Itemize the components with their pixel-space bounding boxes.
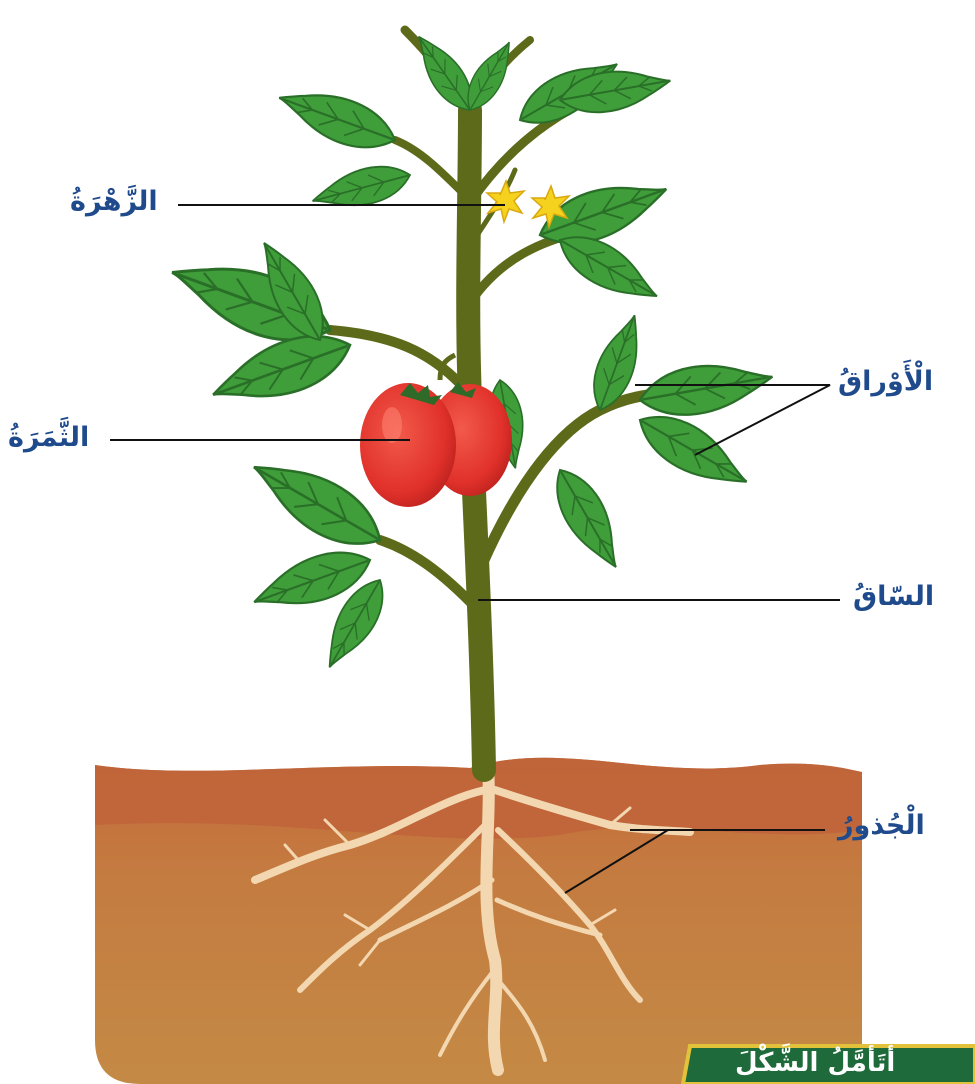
- label-fruit: الثَّمَرَةُ: [8, 424, 89, 451]
- banner-title: أَتَأَمَّلُ الشَّكْلَ: [735, 1048, 895, 1078]
- label-roots: الْجُذورُ: [838, 812, 925, 839]
- label-leaves: الْأَوْراقُ: [838, 368, 933, 395]
- soil: [95, 758, 862, 1084]
- tomatoes: [360, 355, 512, 507]
- label-stem: السّاقُ: [853, 583, 934, 610]
- label-flower: الزَّهْرَةُ: [70, 188, 158, 215]
